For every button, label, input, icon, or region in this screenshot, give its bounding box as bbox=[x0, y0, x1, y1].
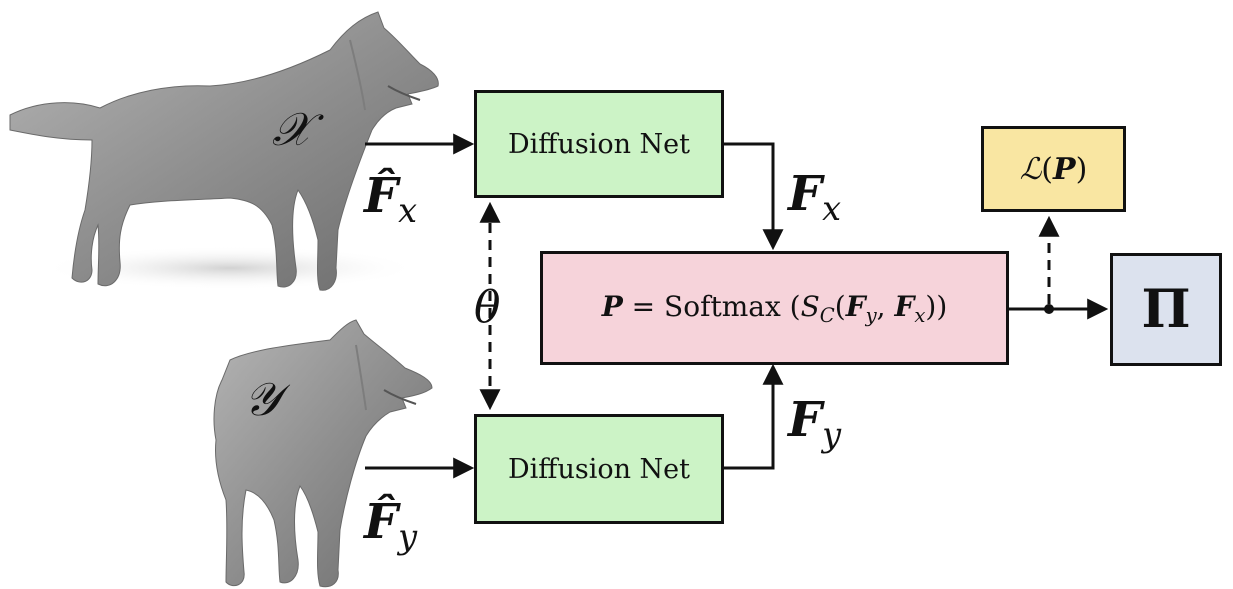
branch-dot bbox=[1044, 304, 1054, 314]
shape-x-label: 𝒳 bbox=[272, 102, 312, 156]
shape-y-label: 𝒴 bbox=[244, 372, 281, 426]
arrow-net-bottom-to-softmax bbox=[722, 363, 784, 470]
theta-label: θ bbox=[474, 282, 501, 333]
fy-label: Fy bbox=[788, 392, 842, 455]
diffusion-net-bottom-label: Diffusion Net bbox=[507, 453, 691, 485]
loss-block: ℒ(P) bbox=[981, 126, 1126, 212]
output-pi: Π bbox=[1141, 279, 1191, 340]
loss-formula: ℒ(P) bbox=[1019, 151, 1088, 187]
fx-label: Fx bbox=[788, 166, 842, 229]
diffusion-net-bottom: Diffusion Net bbox=[474, 414, 724, 524]
fy-hat-label: F̂y bbox=[364, 494, 418, 557]
wolf-mesh-x bbox=[9, 11, 439, 291]
diffusion-net-top: Diffusion Net bbox=[474, 90, 724, 198]
wolf-mesh-y bbox=[213, 319, 433, 588]
softmax-block: P = Softmax (SC(Fy, Fx)) bbox=[540, 251, 1009, 365]
diffusion-net-top-label: Diffusion Net bbox=[507, 128, 691, 160]
output-block: Π bbox=[1110, 253, 1222, 366]
softmax-formula: P = Softmax (SC(Fy, Fx)) bbox=[601, 289, 948, 327]
fx-hat-label: F̂x bbox=[364, 168, 418, 231]
arrow-net-top-to-softmax bbox=[722, 142, 784, 251]
